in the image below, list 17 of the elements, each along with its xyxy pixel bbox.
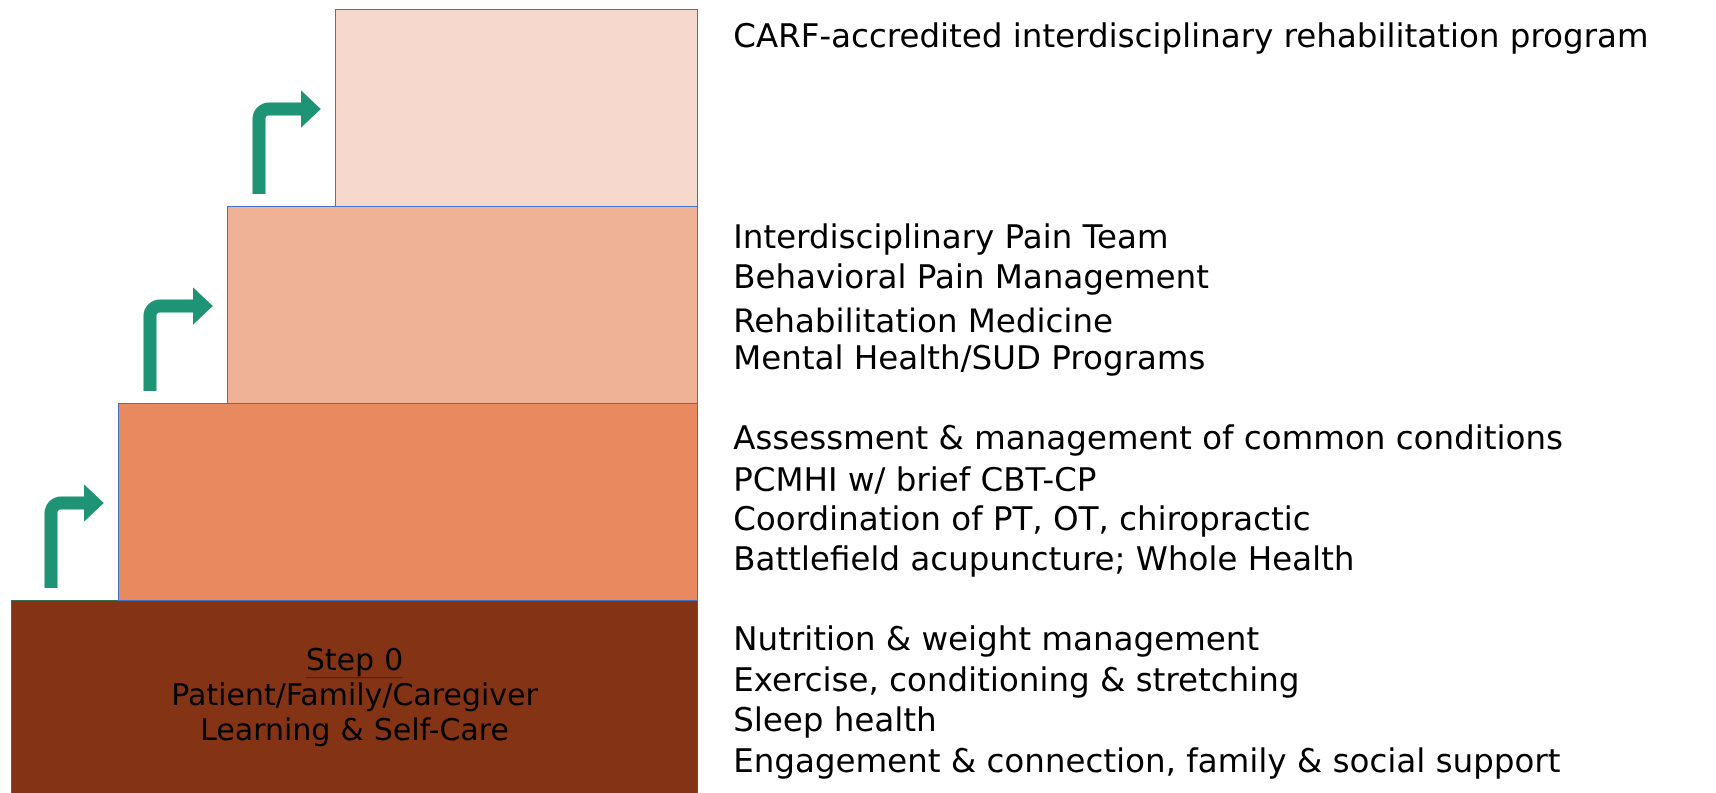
step-description: Battlefield acupuncture; Whole Health bbox=[736, 545, 1352, 577]
step-description: Nutrition & weight management bbox=[736, 625, 1259, 657]
step-box: Step 0 Patient/Family/Caregiver Learning & Self-Care bbox=[11, 600, 698, 793]
step-box bbox=[118, 403, 698, 601]
step-box bbox=[227, 206, 698, 404]
step-description: Mental Health/SUD Programs bbox=[736, 344, 1204, 376]
step-description: Assessment & management of common conditions bbox=[733, 424, 1562, 456]
step-description: Interdisciplinary Pain Team bbox=[736, 223, 1166, 255]
step-description: PCMHI w/ brief CBT-CP bbox=[736, 466, 1096, 494]
step-description: Engagement & connection, family & social support bbox=[736, 747, 1560, 779]
step-box bbox=[335, 9, 698, 207]
step-description: Coordination of PT, OT, chiropractic bbox=[735, 505, 1309, 537]
step-description: Sleep health bbox=[735, 706, 934, 738]
step-description: Rehabilitation Medicine bbox=[736, 307, 1112, 333]
step-description: Behavioral Pain Management bbox=[736, 263, 1209, 295]
step-description: Exercise, conditioning & stretching bbox=[736, 666, 1297, 698]
step-description: CARF-accredited interdisciplinary rehabilitation program bbox=[735, 22, 1646, 54]
